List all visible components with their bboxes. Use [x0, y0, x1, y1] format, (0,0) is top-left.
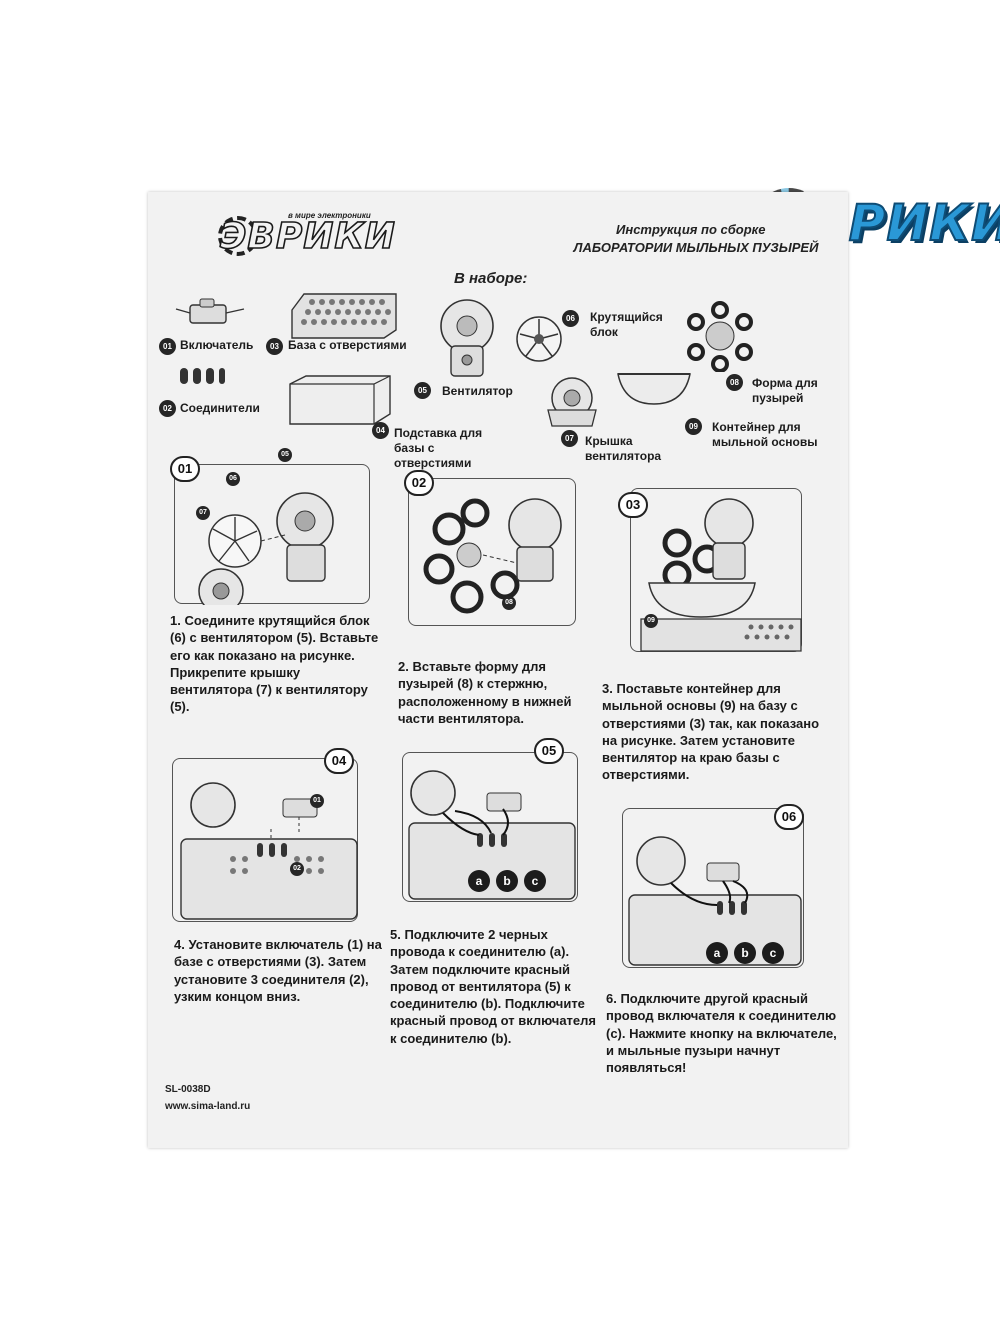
part-label: Подставка для базы с отверстиями — [394, 426, 483, 470]
diagram-callout: 06 — [226, 472, 240, 486]
soap-container-illustration — [617, 373, 691, 405]
step-6-diagram — [622, 808, 804, 968]
part-badge: 03 — [266, 338, 283, 355]
diagram-callout: 07 — [196, 506, 210, 520]
part-badge: 01 — [159, 338, 176, 355]
part-badge: 05 — [414, 382, 431, 399]
product-code: SL-0038D — [165, 1084, 211, 1095]
rotating-block-illustration — [516, 316, 562, 362]
part-badge: 06 — [562, 310, 579, 327]
header-subtitle: Инструкция по сборке — [616, 222, 766, 237]
connector-c-label: c — [524, 870, 546, 892]
diagram-callout: 09 — [644, 614, 658, 628]
part-label: База с отверстиями — [288, 338, 407, 352]
connector-a-label: a — [706, 942, 728, 964]
part-label: Включатель — [180, 338, 254, 352]
step-number-badge: 01 — [170, 456, 200, 482]
part-label: Форма для пузырей — [752, 376, 818, 405]
step-4-text: 4. Установите включатель (1) на базе с о… — [174, 937, 382, 1004]
base-stand-illustration — [289, 375, 391, 425]
fan-cover-illustration — [547, 377, 597, 427]
connectors-illustration — [180, 368, 225, 384]
brand-logo: ЭВРИКИ — [219, 215, 396, 258]
step-number-badge: 02 — [404, 470, 434, 496]
connector-a-label: a — [468, 870, 490, 892]
step-5-text: 5. Подключите 2 черных провода к соедини… — [390, 927, 596, 1046]
part-badge: 09 — [685, 418, 702, 435]
website-link: www.sima-land.ru — [165, 1100, 251, 1112]
diagram-callout: 05 — [278, 448, 292, 462]
diagram-callout: 01 — [310, 794, 324, 808]
step-1-text: 1. Соедините крутящийся блок (6) с венти… — [170, 613, 379, 715]
part-label: Контейнер для мыльной основы — [712, 420, 818, 449]
switch-illustration — [175, 298, 245, 324]
step-2-text: 2. Вставьте форму для пузырей (8) к стер… — [398, 659, 572, 726]
step-2-diagram — [408, 478, 576, 626]
part-badge: 08 — [726, 374, 743, 391]
step-1-diagram — [174, 464, 370, 605]
step-number-badge: 04 — [324, 748, 354, 774]
brand-gear-icon — [218, 216, 258, 256]
part-label: Крутящийся блок — [590, 310, 663, 339]
sheet-footer: SL-0038D www.sima-land.ru — [165, 1082, 250, 1115]
part-label: Вентилятор — [442, 384, 513, 398]
step-number-badge: 05 — [534, 738, 564, 764]
connector-b-label: b — [496, 870, 518, 892]
step-6-text: 6. Подключите другой красный провод вклю… — [606, 991, 837, 1076]
fan-illustration — [440, 299, 494, 377]
part-badge: 02 — [159, 400, 176, 417]
part-badge: 07 — [561, 430, 578, 447]
instruction-sheet: в мире электроники ЭВРИКИ Инструкция по … — [148, 192, 848, 1148]
brand-tagline: в мире электроники — [288, 211, 371, 220]
step-number-badge: 03 — [618, 492, 648, 518]
bubble-mold-illustration — [687, 301, 753, 372]
step-5-diagram — [402, 752, 578, 902]
step-4-diagram — [172, 758, 358, 922]
part-label: Соединители — [180, 401, 260, 415]
base-illustration — [291, 293, 397, 339]
diagram-callout: 02 — [290, 862, 304, 876]
part-label: Крышка вентилятора — [585, 434, 662, 463]
connector-b-label: b — [734, 942, 756, 964]
part-badge: 04 — [372, 422, 389, 439]
step-number-badge: 06 — [774, 804, 804, 830]
step-3-diagram — [630, 488, 802, 652]
in-set-label: В наборе: — [454, 270, 528, 287]
step-3-text: 3. Поставьте контейнер для мыльной основ… — [602, 681, 820, 783]
header-title: ЛАБОРАТОРИИ МЫЛЬНЫХ ПУЗЫРЕЙ — [573, 240, 819, 255]
connector-c-label: c — [762, 942, 784, 964]
diagram-callout: 08 — [502, 596, 516, 610]
